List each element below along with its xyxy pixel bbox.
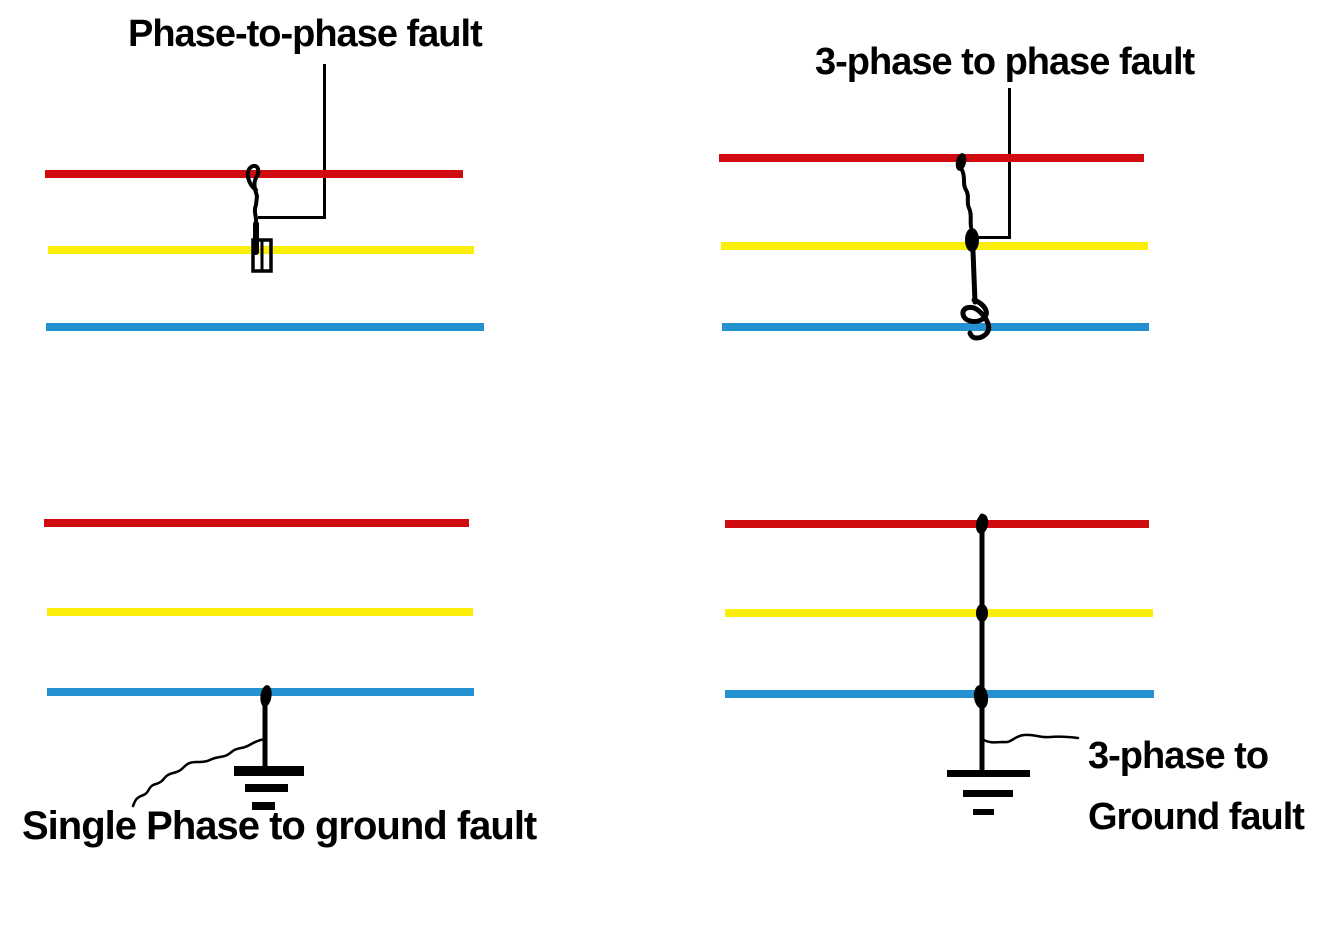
- red-phase-line: [44, 519, 469, 527]
- red-phase-line: [719, 154, 1144, 162]
- blue-phase-line: [47, 688, 474, 696]
- three-phase-leader-line-horizontal: [975, 236, 1011, 239]
- yellow-phase-line: [721, 242, 1148, 250]
- yellow-phase-line: [725, 609, 1153, 617]
- three-phase-to-ground-fault-label: 3-phase to Ground fault: [1088, 726, 1305, 848]
- ground-symbol-icon: [947, 770, 1030, 815]
- three-phase-leader-line-vertical: [1008, 88, 1011, 239]
- blue-phase-line: [722, 323, 1149, 331]
- single-phase-to-ground-fault-label: Single Phase to ground fault: [22, 804, 537, 848]
- pointer-squiggle: [980, 733, 1080, 744]
- three-phase-to-ground-fault-label-line2: Ground fault: [1088, 796, 1305, 838]
- blue-phase-line: [725, 690, 1154, 698]
- phase-to-phase-fault-label: Phase-to-phase fault: [128, 13, 483, 55]
- yellow-phase-line: [48, 246, 474, 254]
- pointer-squiggle: [131, 737, 267, 808]
- red-phase-line: [725, 520, 1149, 528]
- three-phase-to-phase-fault-label: 3-phase to phase fault: [815, 41, 1195, 83]
- phase-to-phase-leader-line-horizontal: [258, 216, 326, 219]
- blue-phase-line: [46, 323, 484, 331]
- single-phase-to-ground-connector: [131, 685, 304, 810]
- three-phase-to-ground-fault-label-line1: 3-phase to: [1088, 735, 1269, 777]
- yellow-phase-line: [47, 608, 473, 616]
- three-phase-to-ground-connector: [947, 513, 1080, 815]
- phase-to-phase-leader-line-vertical: [323, 64, 326, 219]
- red-phase-line: [45, 170, 463, 178]
